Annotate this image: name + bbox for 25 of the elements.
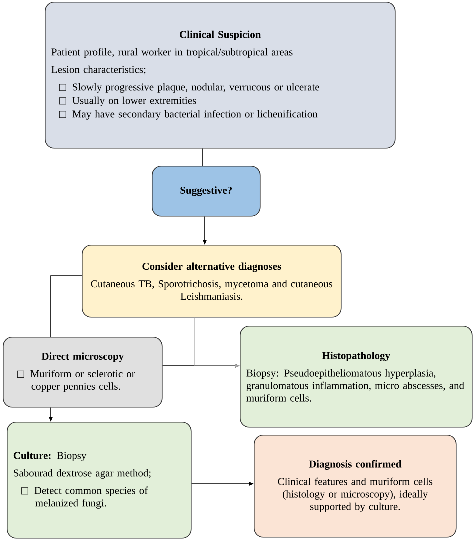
box-text: Biopsy: Pseudoepitheliomatous hyperplasia, granulomatous inflammation, micro abscesses, and muriform cells. bbox=[246, 369, 464, 402]
box-heading: Clinical Suspicion bbox=[180, 30, 262, 40]
process-box bbox=[3, 337, 163, 408]
process-box bbox=[7, 422, 192, 539]
box-heading: Diagnosis confirmed bbox=[309, 460, 402, 470]
decision-box bbox=[152, 166, 261, 217]
process-box bbox=[254, 435, 457, 538]
process-box bbox=[240, 326, 473, 428]
box-heading: Histopathology bbox=[322, 352, 390, 362]
box-text: Cutaneous TB, Sporotrichosis, mycetoma and cutaneous Leishmaniasis. bbox=[91, 280, 333, 300]
box-text: Lesion characteristics; bbox=[52, 66, 146, 75]
bullet-item: Usually on lower extremities bbox=[72, 96, 196, 106]
box-text: Patient profile, rural worker in tropical/subtropical areas bbox=[52, 48, 293, 58]
process-box bbox=[82, 245, 342, 318]
box-text: Clinical features and muriform cells (histology or microscopy), ideally supported by culture. bbox=[278, 478, 433, 512]
bullet-item: Muriform or sclerotic or copper pennies cells. bbox=[30, 370, 136, 392]
process-box bbox=[45, 2, 396, 149]
box-heading: Consider alternative diagnoses bbox=[142, 262, 282, 272]
box-heading: Suggestive? bbox=[180, 186, 232, 196]
bullet-item: Slowly progressive plaque, nodular, verrucous or ulcerate bbox=[73, 83, 320, 93]
box-text: Culture: Biopsy bbox=[14, 452, 87, 462]
box-heading: Direct microscopy bbox=[42, 352, 124, 362]
bullet-item: Detect common species of melanized fungi. bbox=[34, 486, 148, 509]
box-text: Sabourad dextrose agar method; bbox=[14, 469, 151, 479]
bullet-item: May have secondary bacterial infection or lichenification bbox=[72, 110, 318, 120]
